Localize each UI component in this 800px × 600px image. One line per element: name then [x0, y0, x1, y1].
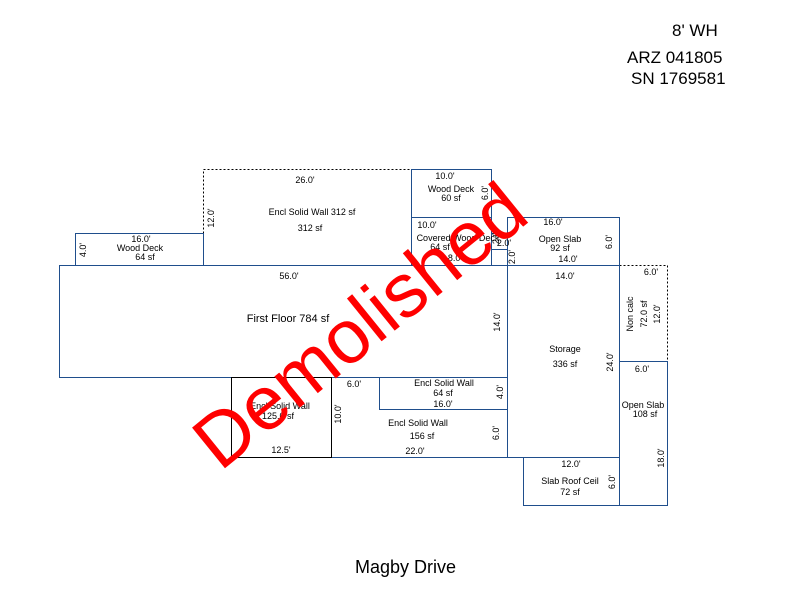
open-slab-top-dim-right: 6.0' [604, 235, 614, 250]
first-floor-dim-top: 56.0' [279, 271, 299, 281]
encl-small-label: Encl Solid Wall [414, 378, 474, 388]
tiny-step-dim-left: 2.0' [507, 250, 517, 265]
area-encl-lowleft-outline [231, 377, 332, 458]
wood-deck-left-sf: 64 sf [135, 252, 155, 262]
header-line-wh: 8' WH [672, 21, 718, 40]
wood-deck-top-dim-right: 6.0' [480, 186, 490, 201]
encl-lowleft-sf: 125.0 sf [262, 411, 295, 421]
covered-deck-dim-top: 10.0' [417, 220, 437, 230]
encl-top-sf: 312 sf [298, 223, 323, 233]
wood-deck-top-sf: 60 sf [441, 193, 461, 203]
open-slab-top-dim-top: 16.0' [543, 217, 563, 227]
open-slab-right-dim-top: 6.0' [635, 364, 650, 374]
encl-lowleft-dim-bottom: 12.5' [271, 445, 291, 455]
encl-small-dim-bottom: 16.0' [433, 399, 453, 409]
storage-dim-right: 24.0' [605, 352, 615, 372]
open-slab-right-dim-right: 18.0' [656, 448, 666, 468]
open-slab-top-label: Open Slab [539, 234, 582, 244]
encl-small-dim-top: 6.0' [347, 379, 362, 389]
encl-lower-label: Encl Solid Wall [388, 418, 448, 428]
wood-deck-left-dim-top: 16.0' [131, 234, 151, 244]
open-slab-top-sf: 92 sf [550, 243, 570, 253]
open-slab-right-label: Open Slab [622, 400, 665, 410]
wood-deck-left-label: Wood Deck [117, 243, 164, 253]
area-open-slab-right-outline [619, 361, 668, 506]
slab-roof-sf: 72 sf [560, 487, 580, 497]
encl-top-dim-left: 12.0' [206, 208, 216, 228]
encl-small-sf: 64 sf [433, 388, 453, 398]
wood-deck-left-dim-left: 4.0' [78, 243, 88, 258]
encl-top-dim-top: 26.0' [295, 175, 315, 185]
storage-dim-top: 14.0' [555, 271, 575, 281]
open-slab-right-sf: 108 sf [633, 409, 658, 419]
non-calc-sf: 72.0 sf [639, 300, 649, 328]
encl-lower-dim-right: 6.0' [491, 426, 501, 441]
non-calc-dim-top: 6.0' [644, 267, 659, 277]
encl-lowleft-label: Encl Solid Wall [250, 401, 310, 411]
street-name: Magby Drive [355, 557, 457, 577]
storage-label: Storage [549, 344, 581, 354]
encl-lower-dim-left: 10.0' [333, 404, 343, 424]
slab-roof-label: Slab Roof Ceil [541, 476, 599, 486]
covered-deck-dim-bottom: 8.0' [448, 253, 463, 263]
first-floor-label: First Floor 784 sf [247, 313, 330, 325]
encl-lower-sf: 156 sf [410, 431, 435, 441]
header-line-sn: SN 1769581 [631, 69, 726, 88]
encl-small-dim-right: 4.0' [495, 385, 505, 400]
non-calc-dim-right: 12.0' [652, 304, 662, 324]
slab-roof-dim-right: 6.0' [607, 475, 617, 490]
covered-deck-sf: 64 sf [430, 242, 450, 252]
non-calc-label: Non calc [625, 296, 635, 332]
wood-deck-top-label: Wood Deck [428, 184, 475, 194]
slab-roof-dim-top: 12.0' [561, 459, 581, 469]
tiny-step-dim-top: 2.0' [497, 238, 512, 248]
encl-top-label: Encl Solid Wall 312 sf [269, 207, 356, 217]
encl-lower-dim-bottom: 22.0' [405, 446, 425, 456]
header-line-arz: ARZ 041805 [627, 48, 723, 67]
area-slab-roof-outline [523, 457, 620, 506]
wood-deck-top-dim-top: 10.0' [435, 171, 455, 181]
covered-deck-label: Covered Wood Deck [417, 233, 500, 243]
first-floor-dim-right: 14.0' [492, 312, 502, 332]
open-slab-top-dim-bottom: 14.0' [558, 254, 578, 264]
storage-sf: 336 sf [553, 359, 578, 369]
covered-deck-dim-right: 2.0' [491, 230, 501, 245]
